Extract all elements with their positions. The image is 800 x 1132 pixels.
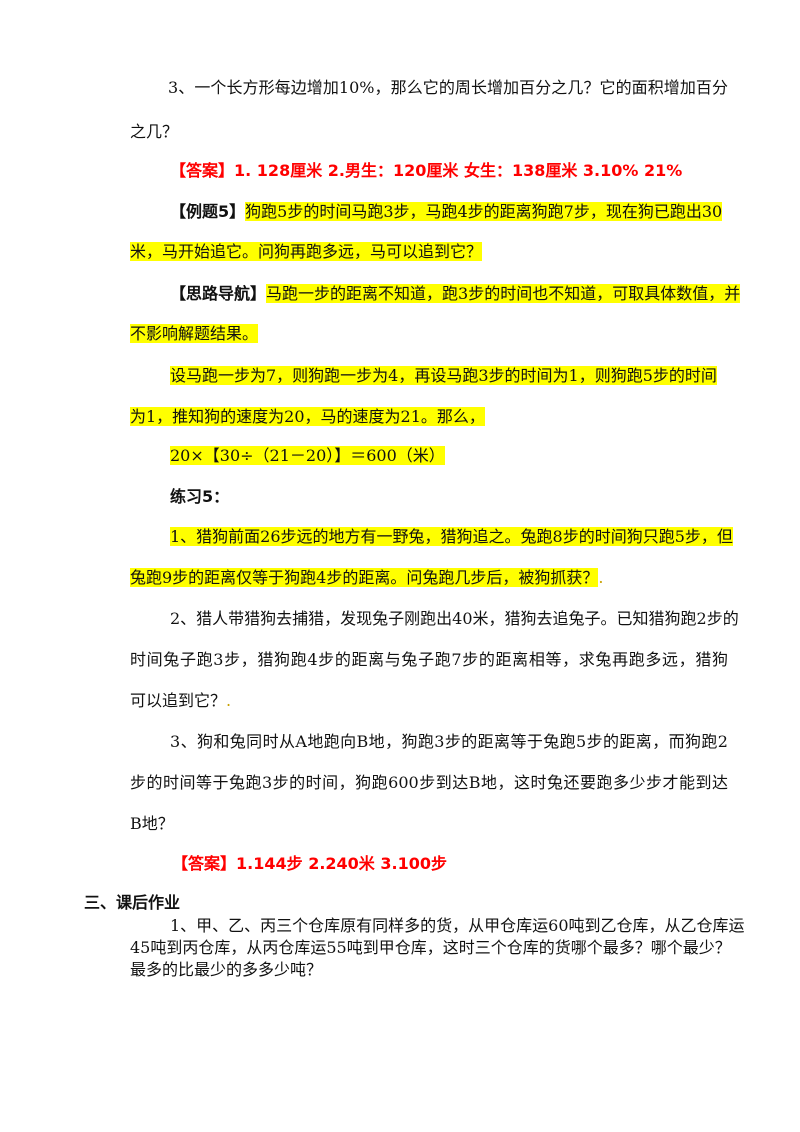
practice-5-q3-line-1: 3、狗和兔同时从A地跑向B地，狗跑3步的距离等于兔跑5步的距离，而狗跑2 <box>170 732 728 751</box>
answer-line: 【答案】1. 128厘米 2.男生：120厘米 女生：138厘米 3.10% 2… <box>170 160 682 182</box>
guide-line-1: 【思路导航】马跑一步的距离不知道，跑3步的时间也不知道，可取具体数值，并 <box>170 283 741 305</box>
homework-q1-line-2: 45吨到丙仓库，从丙仓库运55吨到甲仓库，这时三个仓库的货哪个最多？哪个最少？ <box>130 938 731 957</box>
practice-5-q2-line-1: 2、猎人带猎狗去捕猎，发现兔子刚跑出40米，猎狗去追兔子。已知猎狗跑2步的 <box>170 609 739 628</box>
example-5-text-2: 米，马开始追它。问狗再跑多远，马可以追到它？ <box>130 242 483 261</box>
practice-5-title: 练习5： <box>170 487 230 506</box>
answer-label: 【答案】 <box>170 161 235 180</box>
practice-question-3-line-2: 之几？ <box>130 122 179 141</box>
guide-text-1: 马跑一步的距离不知道，跑3步的时间也不知道，可取具体数值，并 <box>266 284 741 303</box>
trailing-dot: . <box>598 568 604 587</box>
example-5-label: 【例题5】 <box>170 202 246 221</box>
practice-5-q1-text-2: 兔跑9步的距离仅等于狗跑4步的距离。问兔跑几步后，被狗抓获？ <box>130 568 599 587</box>
practice-5-q3-line-3: B地？ <box>130 814 174 833</box>
guide-line-2: 不影响解题结果。 <box>130 323 259 345</box>
guide-label: 【思路导航】 <box>170 284 267 303</box>
trailing-dot-2: . <box>226 691 232 710</box>
guide-text-4: 为1，推知狗的速度为20，马的速度为21。那么， <box>130 407 485 426</box>
practice-5-answer-line: 【答案】1.144步 2.240米 3.100步 <box>172 853 447 875</box>
homework-heading: 三、课后作业 <box>84 893 181 912</box>
practice-5-q1-text-1: 1、猎狗前面26步远的地方有一野兔，猎狗追之。兔跑8步的时间狗只跑5步，但 <box>170 527 733 546</box>
example-5-line-2: 米，马开始追它。问狗再跑多远，马可以追到它？ <box>130 241 483 263</box>
practice-5-q1-line-2: 兔跑9步的距离仅等于狗跑4步的距离。问兔跑几步后，被狗抓获？. <box>130 567 603 589</box>
guide-line-4: 为1，推知狗的速度为20，马的速度为21。那么， <box>130 406 485 428</box>
practice-5-q2-line-2: 时间兔子跑3步，猎狗跑4步的距离与兔子跑7步的距离相等，求兔再跑多远，猎狗 <box>130 650 728 669</box>
answer-text: 1. 128厘米 2.男生：120厘米 女生：138厘米 3.10% 21% <box>234 161 683 180</box>
practice-5-q2-line-3: 可以追到它？. <box>130 690 231 712</box>
homework-q1-line-1: 1、甲、乙、丙三个仓库原有同样多的货，从甲仓库运60吨到乙仓库，从乙仓库运 <box>170 916 745 935</box>
homework-q1-line-3: 最多的比最少的多多少吨？ <box>130 960 323 979</box>
guide-formula: 20×【30÷（21－20）】＝600（米） <box>170 446 445 465</box>
practice-5-answer-label: 【答案】 <box>172 854 237 873</box>
example-5-line-1: 【例题5】狗跑5步的时间马跑3步，马跑4步的距离狗跑7步，现在狗已跑出30 <box>170 201 728 223</box>
guide-text-3: 设马跑一步为7，则狗跑一步为4，再设马跑3步的时间为1，则狗跑5步的时间 <box>170 366 717 385</box>
guide-line-3: 设马跑一步为7，则狗跑一步为4，再设马跑3步的时间为1，则狗跑5步的时间 <box>170 365 717 387</box>
practice-5-q1-line-1: 1、猎狗前面26步远的地方有一野兔，猎狗追之。兔跑8步的时间狗只跑5步，但 <box>170 526 733 548</box>
practice-question-3-line-1: 3、一个长方形每边增加10%，那么它的周长增加百分之几？它的面积增加百分 <box>168 78 728 97</box>
practice-5-q2-text-3: 可以追到它？ <box>130 691 227 710</box>
practice-5-answer-text: 1.144步 2.240米 3.100步 <box>236 854 447 873</box>
example-5-text-1: 狗跑5步的时间马跑3步，马跑4步的距离狗跑7步，现在狗已跑出30 <box>245 202 723 221</box>
practice-5-q3-line-2: 步的时间等于兔跑3步的时间，狗跑600步到达B地，这时兔还要跑多少步才能到达 <box>130 773 728 792</box>
guide-text-2: 不影响解题结果。 <box>130 324 259 343</box>
guide-formula-line: 20×【30÷（21－20）】＝600（米） <box>170 445 445 467</box>
